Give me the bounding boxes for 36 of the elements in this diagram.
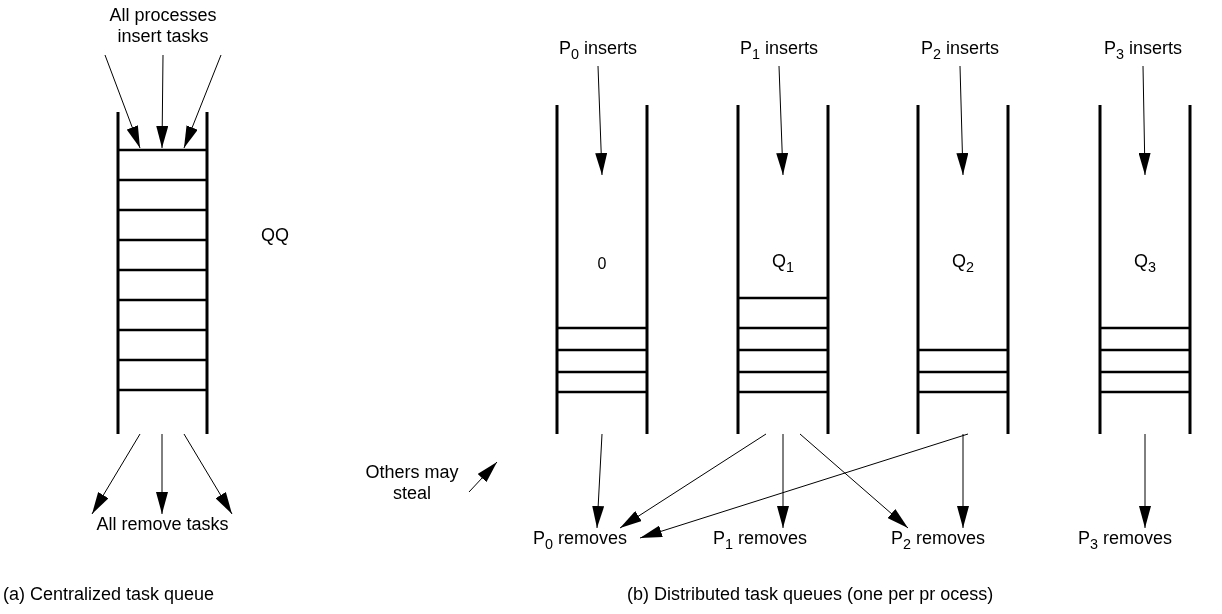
arrow bbox=[957, 433, 969, 529]
arrow bbox=[156, 433, 168, 515]
arrow bbox=[104, 54, 141, 149]
insert-label: P$_{1}$ inserts bbox=[719, 38, 839, 66]
arrow bbox=[183, 54, 222, 149]
insert-label: P$_{2}$ inserts bbox=[900, 38, 1020, 66]
arrow bbox=[1138, 65, 1151, 176]
remove-label: P$_{2}$ removes bbox=[878, 528, 998, 556]
queue-label: 0 bbox=[596, 255, 608, 273]
note-text: Others may steal bbox=[357, 462, 467, 512]
arrow bbox=[156, 54, 169, 149]
figure-caption: (a) Centralized task queue bbox=[3, 584, 215, 605]
arrow bbox=[776, 65, 789, 176]
arrow bbox=[183, 433, 233, 515]
arrow bbox=[1139, 433, 1151, 529]
leader-arrow bbox=[468, 461, 498, 493]
queue-label: Q$_{1}$ bbox=[771, 251, 795, 272]
arrow bbox=[777, 433, 789, 529]
insert-caption: All processes insert tasks bbox=[93, 5, 233, 53]
remove-label: P$_{3}$ removes bbox=[1065, 528, 1185, 556]
remove-label: P$_{1}$ removes bbox=[700, 528, 820, 556]
insert-label: P$_{3}$ inserts bbox=[1083, 38, 1203, 66]
arrow bbox=[956, 65, 969, 176]
arrow bbox=[799, 433, 909, 529]
arrow bbox=[639, 433, 969, 539]
remove-caption: All remove tasks bbox=[60, 514, 265, 540]
queue-label: Q$_{2}$ bbox=[951, 251, 975, 272]
arrow bbox=[91, 433, 141, 515]
arrow bbox=[595, 65, 608, 176]
remove-label: P$_{0}$ removes bbox=[520, 528, 640, 556]
queue-name: QQ bbox=[261, 225, 289, 246]
arrow bbox=[592, 433, 605, 529]
arrow bbox=[619, 433, 767, 529]
insert-label: P$_{0}$ inserts bbox=[538, 38, 658, 66]
figure-caption: (b) Distributed task queues (one per pr ocess) bbox=[627, 584, 994, 605]
queue-label: Q$_{3}$ bbox=[1133, 251, 1157, 272]
